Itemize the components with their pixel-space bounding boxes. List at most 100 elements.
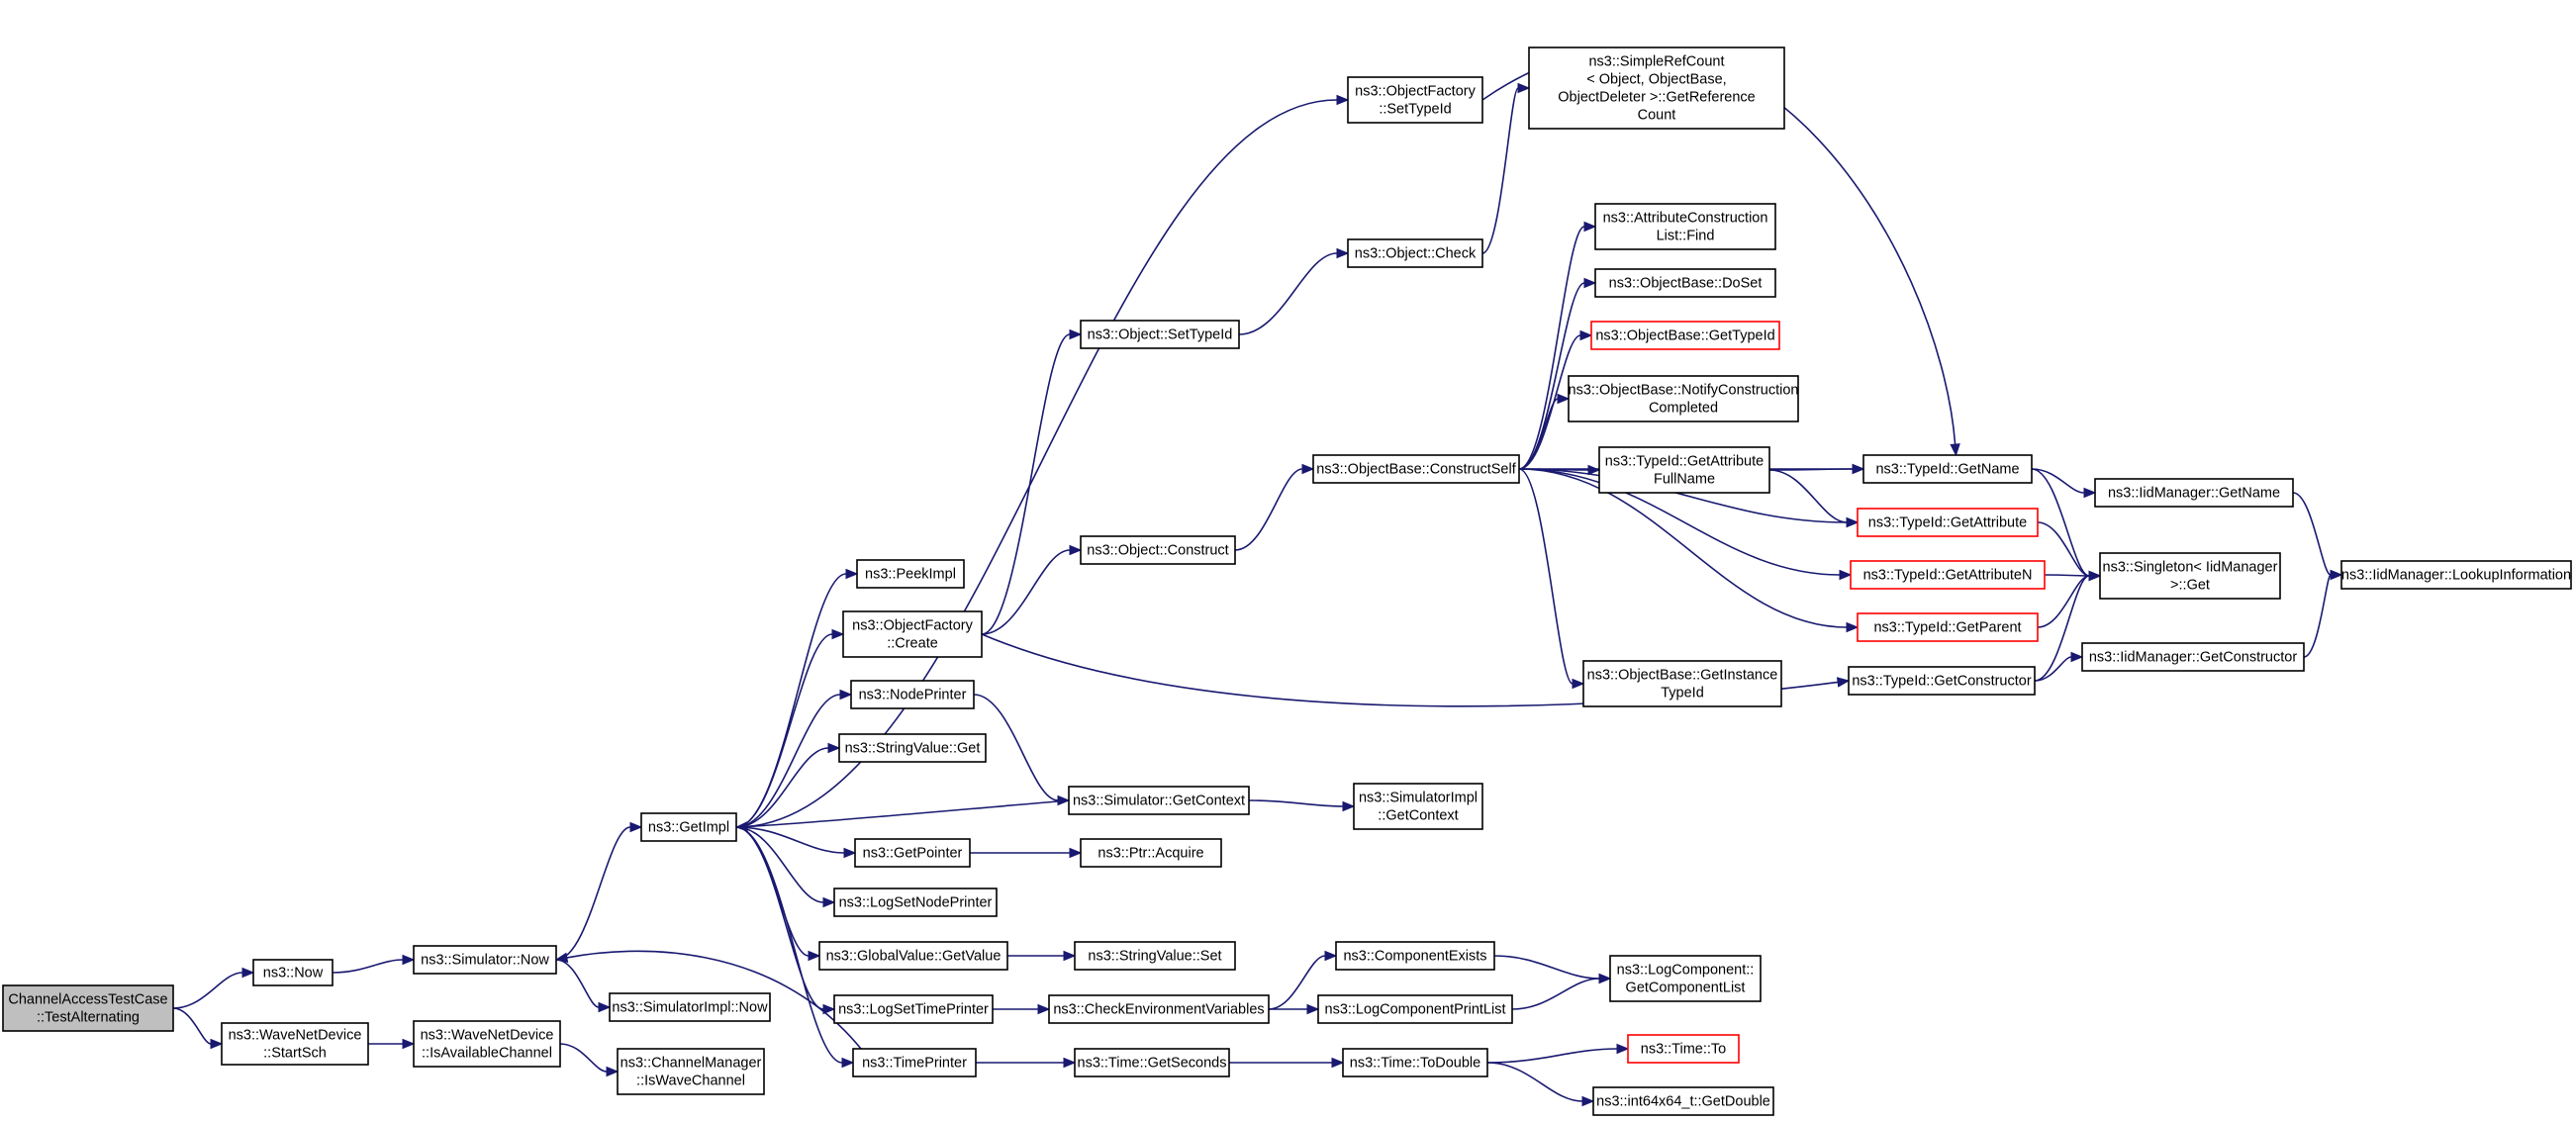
node-typeid-getattributen[interactable]: ns3::TypeId::GetAttributeN xyxy=(1850,560,2046,590)
node-time-todouble[interactable]: ns3::Time::ToDouble xyxy=(1342,1048,1488,1077)
node-typeid-getname[interactable]: ns3::TypeId::GetName xyxy=(1862,454,2033,484)
node-simimpl-getcontext[interactable]: ns3::SimulatorImpl::GetContext xyxy=(1353,783,1483,830)
edge-line xyxy=(981,549,1071,635)
node-wnd-startsch[interactable]: ns3::WaveNetDevice::StartSch xyxy=(221,1022,369,1066)
node-of-create[interactable]: ns3::ObjectFactory::Create xyxy=(842,610,983,658)
node-time-to[interactable]: ns3::Time::To xyxy=(1627,1034,1740,1064)
edge-root-to-now xyxy=(172,967,255,1009)
node-box xyxy=(838,733,987,763)
edge-line xyxy=(2044,574,2090,577)
node-box xyxy=(1857,612,2039,642)
edge-line xyxy=(555,826,631,961)
node-label: TypeId xyxy=(1661,686,1704,701)
node-ob-notify[interactable]: ns3::ObjectBase::NotifyConstructionCompl… xyxy=(1568,375,1799,422)
node-box xyxy=(252,959,334,986)
edge-arrowhead xyxy=(1069,544,1083,556)
node-box xyxy=(1592,1086,1774,1116)
node-label: ns3::AttributeConstruction xyxy=(1603,211,1768,227)
node-root[interactable]: ChannelAccessTestCase::TestAlternating xyxy=(2,984,174,1032)
edge-arrowhead xyxy=(822,1003,836,1015)
node-label: ns3::SimpleRefCount xyxy=(1588,54,1724,70)
node-wnd-isavail[interactable]: ns3::WaveNetDevice::IsAvailableChannel xyxy=(413,1020,561,1068)
node-object-settypeid[interactable]: ns3::Object::SetTypeId xyxy=(1080,320,1240,349)
node-iidmgr-lookup[interactable]: ns3::IidManager::LookupInformation xyxy=(2340,560,2572,590)
node-checkenv[interactable]: ns3::CheckEnvironmentVariables xyxy=(1048,994,1270,1024)
node-simimpl-now[interactable]: ns3::SimulatorImpl::Now xyxy=(609,992,771,1022)
node-label: List::Find xyxy=(1657,229,1715,244)
edge-line xyxy=(2292,492,2332,576)
node-box xyxy=(1598,446,1770,494)
node-object-construct[interactable]: ns3::Object::Construct xyxy=(1080,535,1236,565)
node-stringvalue-set[interactable]: ns3::StringValue::Set xyxy=(1074,941,1236,971)
edge-arrowhead xyxy=(1331,1057,1345,1069)
node-ob-gettypeid[interactable]: ns3::ObjectBase::GetTypeId xyxy=(1590,321,1780,350)
edge-line xyxy=(2034,656,2072,682)
node-iidmgr-getname[interactable]: ns3::IidManager::GetName xyxy=(2094,478,2294,508)
edge-arrowhead xyxy=(554,952,569,963)
node-typeid-getattribute[interactable]: ns3::TypeId::GetAttribute xyxy=(1857,508,2039,537)
node-sim-now[interactable]: ns3::Simulator::Now xyxy=(413,945,557,975)
node-box xyxy=(1080,535,1236,565)
node-peekimpl[interactable]: ns3::PeekImpl xyxy=(856,559,965,589)
node-singleton-get[interactable]: ns3::Singleton< IidManager>::Get xyxy=(2099,552,2281,600)
node-iidmgr-getconstructor[interactable]: ns3::IidManager::GetConstructor xyxy=(2081,642,2305,672)
node-of-settypeid[interactable]: ns3::ObjectFactory::SetTypeId xyxy=(1347,76,1483,124)
edge-arrowhead xyxy=(598,1001,612,1013)
node-label: ::StartSch xyxy=(263,1046,327,1062)
edge-arrowhead xyxy=(1583,277,1597,289)
node-componentexists[interactable]: ns3::ComponentExists xyxy=(1335,941,1495,971)
node-box xyxy=(2340,560,2572,590)
edge-line xyxy=(1518,468,1848,628)
node-typeid-getparent[interactable]: ns3::TypeId::GetParent xyxy=(1857,612,2039,642)
edge-line xyxy=(1768,469,1848,523)
edge-line xyxy=(973,694,1059,801)
node-logcomponent-getlist[interactable]: ns3::LogComponent::GetComponentList xyxy=(1609,955,1762,1002)
node-logcomponentprintlist[interactable]: ns3::LogComponentPrintList xyxy=(1317,994,1513,1024)
node-ob-doset[interactable]: ns3::ObjectBase::DoSet xyxy=(1594,268,1776,298)
node-box xyxy=(1590,321,1780,350)
node-label: ns3::StringValue::Set xyxy=(1088,949,1221,965)
node-label: ns3::StringValue::Get xyxy=(845,741,981,757)
node-sim-getcontext[interactable]: ns3::Simulator::GetContext xyxy=(1068,786,1250,815)
node-ptr-acquire[interactable]: ns3::Ptr::Acquire xyxy=(1080,838,1222,868)
node-time-getseconds[interactable]: ns3::Time::GetSeconds xyxy=(1074,1048,1230,1077)
edge-sim-now-to-getimpl xyxy=(555,821,643,961)
edge-line xyxy=(1768,468,1854,471)
edge-arrowhead xyxy=(2083,487,2097,499)
node-label: ::GetContext xyxy=(1378,808,1458,824)
edge-line xyxy=(559,1043,608,1073)
node-typeid-getconstructor[interactable]: ns3::TypeId::GetConstructor xyxy=(1848,666,2036,696)
node-getimpl[interactable]: ns3::GetImpl xyxy=(640,812,737,842)
node-label: ns3::WaveNetDevice xyxy=(229,1028,362,1044)
edge-getimpl-to-timeprinter xyxy=(735,826,855,1069)
node-simplerefcount[interactable]: ns3::SimpleRefCount< Object, ObjectBase,… xyxy=(1528,47,1785,130)
edge-line xyxy=(1481,87,1519,254)
edge-arrowhead xyxy=(843,847,857,859)
edge-arrowhead xyxy=(1598,973,1612,984)
node-box xyxy=(1347,238,1483,268)
edge-line xyxy=(1486,1062,1583,1102)
edge-line xyxy=(1486,1048,1618,1064)
node-now[interactable]: ns3::Now xyxy=(252,959,334,986)
edge-arrowhead xyxy=(1037,1003,1051,1015)
edge-arrowhead xyxy=(808,950,821,962)
node-timeprinter[interactable]: ns3::TimePrinter xyxy=(852,1048,977,1077)
node-label: ns3::ObjectBase::ConstructSelf xyxy=(1316,462,1516,478)
node-box xyxy=(1074,941,1236,971)
node-int64x64-getdouble[interactable]: ns3::int64x64_t::GetDouble xyxy=(1592,1086,1774,1116)
edge-arrowhead xyxy=(210,1038,224,1050)
node-logsettimeprinter[interactable]: ns3::LogSetTimePrinter xyxy=(833,994,994,1024)
node-stringvalue-get[interactable]: ns3::StringValue::Get xyxy=(838,733,987,763)
node-globalvalue-getvalue[interactable]: ns3::GlobalValue::GetValue xyxy=(818,941,1008,971)
edge-getimpl-to-peekimpl xyxy=(735,568,859,828)
node-nodeprinter[interactable]: ns3::NodePrinter xyxy=(850,680,975,709)
node-getpointer[interactable]: ns3::GetPointer xyxy=(854,838,971,868)
node-label: ns3::ObjectFactory xyxy=(1355,84,1476,100)
node-ob-constructself[interactable]: ns3::ObjectBase::ConstructSelf xyxy=(1312,454,1520,484)
node-chmgr-iswave[interactable]: ns3::ChannelManager::IsWaveChannel xyxy=(617,1048,765,1095)
node-object-check[interactable]: ns3::Object::Check xyxy=(1347,238,1483,268)
node-logsetnodeprinter[interactable]: ns3::LogSetNodePrinter xyxy=(833,888,998,917)
